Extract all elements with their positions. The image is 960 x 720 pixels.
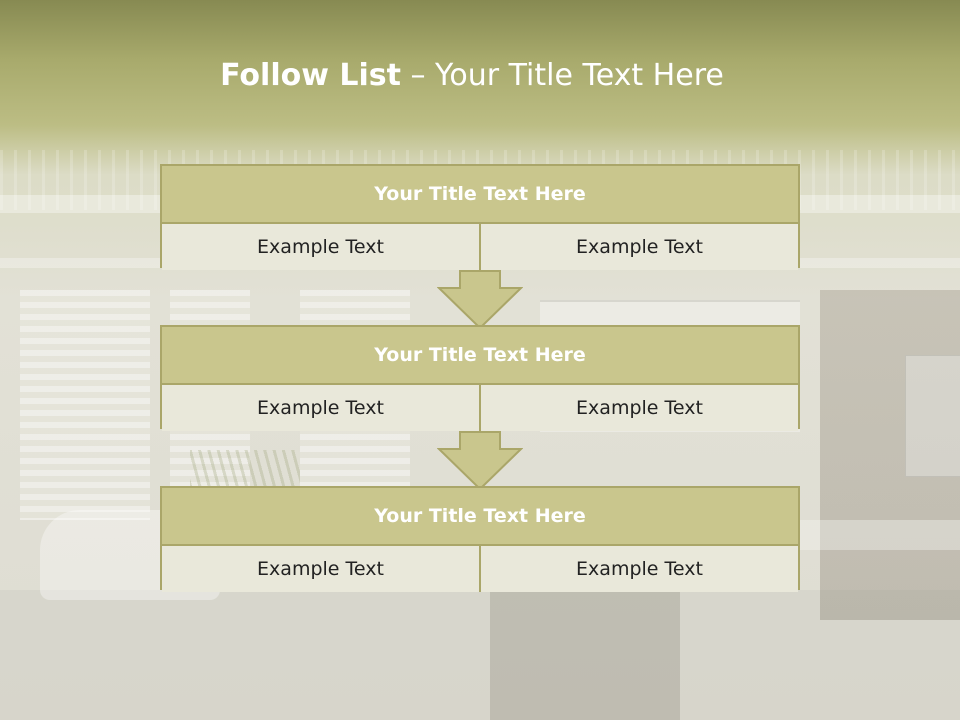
step-box-2: Your Title Text Here Example Text Exampl… bbox=[160, 325, 800, 431]
step-cell-left: Example Text bbox=[162, 546, 479, 592]
step-box-3: Your Title Text Here Example Text Exampl… bbox=[160, 486, 800, 592]
plant bbox=[190, 450, 300, 490]
oven bbox=[905, 355, 960, 477]
step-row: Example Text Example Text bbox=[162, 385, 798, 431]
step-row: Example Text Example Text bbox=[162, 224, 798, 270]
down-arrow-icon bbox=[437, 270, 523, 330]
slide-title: Follow List – Your Title Text Here bbox=[0, 54, 944, 98]
step-box-1: Your Title Text Here Example Text Exampl… bbox=[160, 164, 800, 270]
slide-title-rest: – Your Title Text Here bbox=[400, 58, 724, 93]
slide-title-bold: Follow List bbox=[220, 58, 401, 93]
step-cell-right: Example Text bbox=[479, 385, 798, 431]
kitchen-island bbox=[490, 590, 680, 720]
step-title: Your Title Text Here bbox=[162, 166, 798, 224]
floor bbox=[0, 590, 960, 720]
step-title: Your Title Text Here bbox=[162, 327, 798, 385]
step-cell-left: Example Text bbox=[162, 385, 479, 431]
down-arrow-icon bbox=[437, 431, 523, 491]
step-cell-right: Example Text bbox=[479, 224, 798, 270]
step-cell-right: Example Text bbox=[479, 546, 798, 592]
step-title: Your Title Text Here bbox=[162, 488, 798, 546]
step-row: Example Text Example Text bbox=[162, 546, 798, 592]
step-cell-left: Example Text bbox=[162, 224, 479, 270]
curtain bbox=[20, 290, 150, 520]
